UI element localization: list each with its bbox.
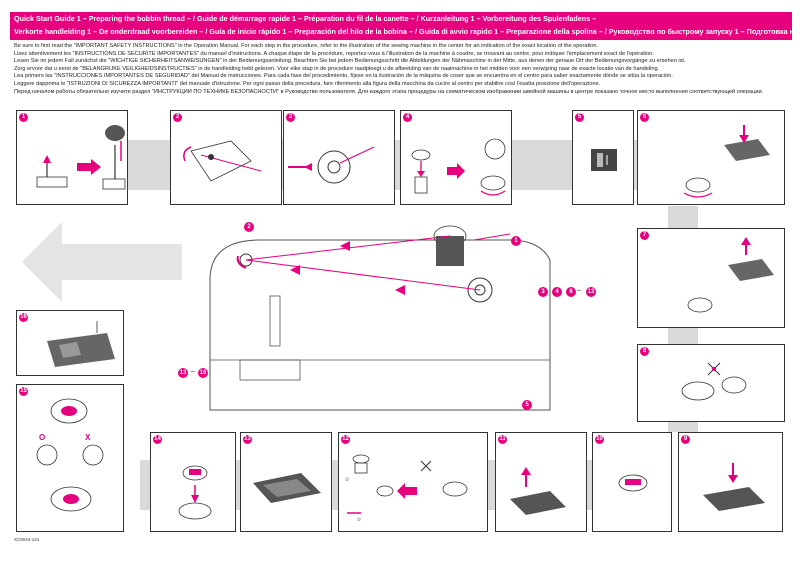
step-number: 13: [243, 435, 252, 444]
range-dash: –: [191, 368, 195, 375]
bobbin-cover-illustration: [253, 473, 321, 503]
step-number: 1: [19, 113, 28, 122]
step-panel-11: 11: [495, 432, 587, 532]
step-number: 6: [640, 113, 649, 122]
step-number: 3: [286, 113, 295, 122]
intro-line: Be sure to first read the "IMPORTANT SAF…: [14, 43, 599, 49]
intro-line: Lesen Sie im jedem Fall zunächst die "WI…: [14, 58, 686, 65]
step-number: 5: [575, 113, 584, 122]
sub-label-one: ①: [357, 517, 362, 522]
intro-line: Lea primero las "INSTRUCCIONES IMPORTANT…: [14, 73, 673, 80]
foot-controller-release-illustration: [687, 237, 774, 313]
intro-line: Lisez attentivement les "INSTRUCTIONS DE…: [14, 50, 654, 57]
step-panel-2: 2: [170, 110, 282, 205]
step-number: 9: [681, 435, 690, 444]
intro-line: Leggere dapprima le "ISTRUZIONI DI SICUR…: [14, 80, 601, 87]
intro-line: Zorg ervoor dat u eerst de "BELANGRIJKE …: [14, 65, 660, 72]
step-panel-9: 9: [678, 432, 783, 532]
spool-pin-illustration: [36, 125, 126, 190]
release-foot-controller-illustration: [510, 467, 566, 515]
bobbin-winder-illustration: [411, 138, 506, 196]
foot-controller-illustration: [683, 125, 770, 198]
step-number: 15: [19, 387, 28, 396]
machine-label-4: 4: [552, 287, 562, 297]
step-panel-3: 3: [283, 110, 395, 205]
banner-line-2: Verkorte handleiding 1 – De onderdraad v…: [14, 27, 792, 36]
step-number: 11: [498, 435, 507, 444]
step-panel-1: 1: [16, 110, 128, 205]
sewing-machine-illustration: [209, 225, 551, 411]
step-panel-14: 14: [150, 432, 236, 532]
step-panel-6: 6: [637, 110, 785, 205]
machine-label-3: 3: [538, 287, 548, 297]
insert-bobbin-illustration: [178, 465, 212, 520]
step-panel-4: 4: [400, 110, 512, 205]
step-number: 4: [403, 113, 412, 122]
footer-code: XC8044-121: [14, 537, 40, 542]
bobbin-illustration: [288, 146, 375, 184]
cut-thread-illustration: [681, 362, 747, 401]
step-panel-13: 13: [240, 432, 332, 532]
intro-text: Be sure to first read the "IMPORTANT SAF…: [14, 43, 790, 96]
step-number: 8: [640, 347, 649, 356]
step-panel-15: 15 O X: [16, 384, 124, 532]
flow-band-right-2: [668, 328, 698, 344]
banner-line-1: Quick Start Guide 1 – Preparing the bobb…: [14, 14, 597, 23]
flow-band-right-3: [668, 422, 698, 432]
machine-label-5: 5: [522, 400, 532, 410]
step-number: 16: [19, 313, 28, 322]
machine-label-6: 6: [566, 287, 576, 297]
step-number: 10: [595, 435, 604, 444]
machine-label-13: 13: [586, 287, 596, 297]
range-dash: –: [577, 287, 581, 294]
big-left-arrow-icon: [22, 222, 182, 302]
machine-label-2: 2: [244, 222, 254, 232]
step-panel-16: 16: [16, 310, 124, 376]
needle-plate-cover-illustration: [47, 321, 115, 367]
machine-label-13-bottom: 13: [178, 368, 188, 378]
step-panel-7: 7: [637, 228, 785, 328]
remove-bobbin-illustration: [347, 454, 468, 514]
title-banner: Quick Start Guide 1 – Preparing the bobb…: [10, 12, 792, 40]
winding-bobbin-illustration: [618, 474, 648, 492]
step-panel-8: 8: [637, 344, 785, 422]
machine-label-16: 16: [198, 368, 208, 378]
step-number: 2: [173, 113, 182, 122]
sub-label-two: ②: [345, 477, 350, 482]
step-panel-5: 5: [572, 110, 634, 205]
machine-label-1: 1: [511, 236, 521, 246]
flow-band-right: [668, 206, 698, 232]
intro-line: Перед началом работы обязательно изучите…: [14, 88, 764, 95]
power-switch-illustration: [591, 149, 617, 171]
press-foot-controller-illustration: [703, 463, 765, 511]
thread-guide-illustration: [183, 140, 262, 182]
step-number: 7: [640, 231, 649, 240]
step-panel-10: 10: [592, 432, 672, 532]
bobbin-direction-illustration: [36, 398, 104, 512]
incorrect-mark: X: [85, 433, 91, 442]
step-number: 14: [153, 435, 162, 444]
step-number: 12: [341, 435, 350, 444]
step-panel-12: 12 ② ①: [338, 432, 488, 532]
correct-mark: O: [39, 433, 46, 442]
